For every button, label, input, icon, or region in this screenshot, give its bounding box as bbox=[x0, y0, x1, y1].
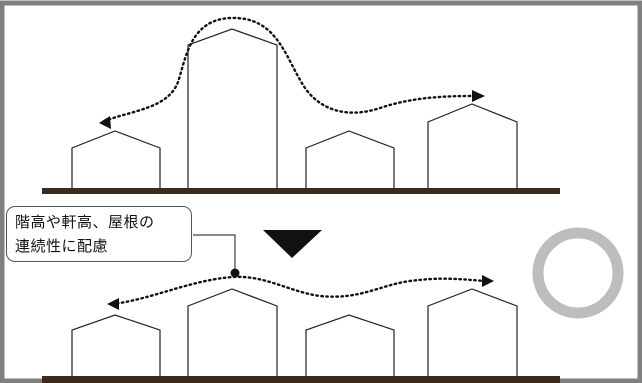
bottom-building-3 bbox=[305, 314, 395, 378]
callout-box: 階高や軒高、屋根の 連続性に配慮 bbox=[6, 206, 192, 262]
callout-anchor-dot bbox=[230, 268, 240, 278]
callout-text-line2: 連続性に配慮 bbox=[15, 237, 109, 255]
callout-leader bbox=[193, 234, 236, 272]
top-building-1 bbox=[71, 130, 161, 189]
top-building-3 bbox=[305, 130, 395, 189]
down-triangle-icon bbox=[263, 230, 322, 258]
bottom-building-4 bbox=[427, 288, 518, 378]
top-arrowhead-right bbox=[472, 90, 485, 102]
top-dotted-arrow bbox=[102, 16, 474, 123]
bottom-dotted-arrow bbox=[110, 275, 486, 306]
bottom-building-1 bbox=[71, 314, 161, 378]
top-building-2 bbox=[187, 28, 278, 189]
circle-ok-icon bbox=[532, 227, 624, 319]
top-building-4 bbox=[427, 103, 518, 189]
bottom-skyline bbox=[42, 275, 560, 383]
top-ground-line bbox=[42, 188, 560, 194]
bottom-arrowhead-right bbox=[482, 275, 494, 287]
bottom-building-2 bbox=[187, 288, 278, 378]
callout-text-line1: 階高や軒高、屋根の bbox=[15, 213, 155, 231]
bottom-ground-line bbox=[42, 376, 560, 383]
bottom-arrowhead-left bbox=[107, 298, 119, 310]
top-skyline bbox=[42, 16, 560, 194]
top-arrowhead-left bbox=[99, 116, 111, 129]
